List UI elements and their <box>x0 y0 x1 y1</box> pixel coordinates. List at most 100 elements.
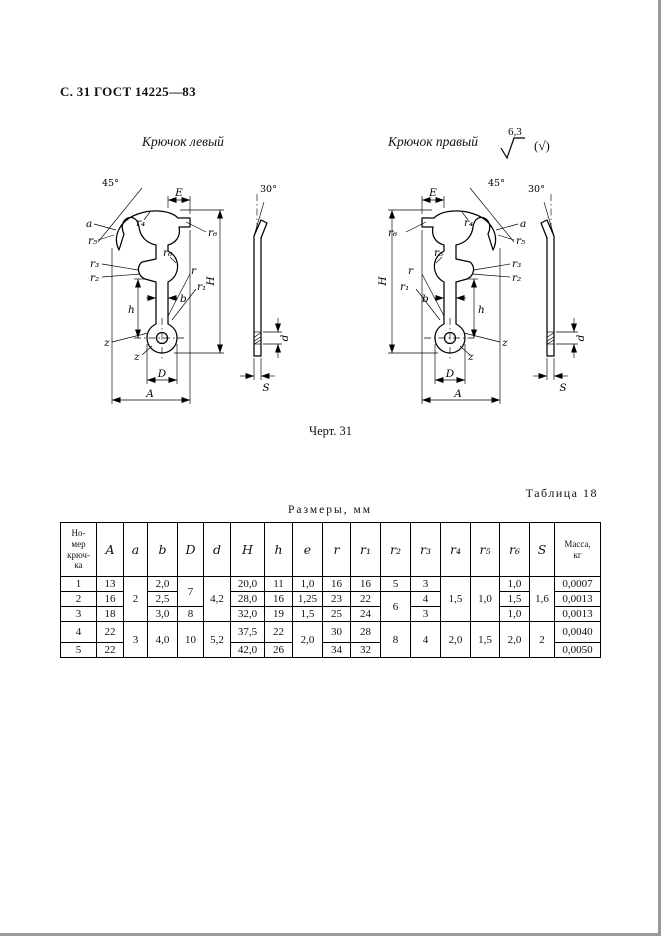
table-cell: 42,0 <box>230 642 265 658</box>
table-cell: 10 <box>177 621 204 658</box>
table-cell: 5 <box>380 576 411 592</box>
r3-label: r₃ <box>90 258 99 270</box>
table-cell: 11 <box>264 576 293 592</box>
e-dim-label: E <box>174 187 183 199</box>
D-dim-label: D <box>445 368 455 380</box>
right-hook-outline <box>421 210 555 357</box>
table-cell: 3 <box>410 606 441 622</box>
r6-label: r₆ <box>208 227 218 239</box>
col-header-H: H <box>230 522 265 577</box>
table-cell: 0,0040 <box>554 621 601 643</box>
col-header-mass: Масса, кг <box>554 522 601 577</box>
r6-neck-label: r₆ <box>434 247 444 259</box>
table-cell: 37,5 <box>230 621 265 643</box>
table-cell: 16 <box>96 591 124 607</box>
left-dimension-lines <box>97 187 282 404</box>
col-header-r: r <box>322 522 351 577</box>
table-title: Размеры, мм <box>287 504 373 516</box>
col-header-e: e <box>292 522 323 577</box>
col-header-r5: r₅ <box>470 522 500 577</box>
table-cell: 1,5 <box>470 621 500 658</box>
roughness-value: 6,3 <box>508 126 522 138</box>
z-label: z <box>501 337 508 349</box>
table-cell: 1,0 <box>499 606 530 622</box>
col-header-r3: r₃ <box>410 522 441 577</box>
r6-label: r₆ <box>388 227 398 239</box>
table-cell: 23 <box>322 591 351 607</box>
table-cell: 3 <box>60 606 97 622</box>
table-cell: 1,0 <box>470 576 500 622</box>
right-leader-lines <box>405 211 519 356</box>
table-cell: 22 <box>96 621 124 643</box>
left-hook-drawing: 45° a r₅ r₃ r₂ r₄ E r₆ r₆ r r₁ b h z z H… <box>86 178 291 404</box>
table-cell: 8 <box>380 621 411 658</box>
col-header-r6: r₆ <box>499 522 530 577</box>
r4-label: r₄ <box>136 217 145 229</box>
table-cell: 7 <box>177 576 204 607</box>
table-cell: 16 <box>350 576 381 592</box>
e-dim-label: E <box>428 187 437 199</box>
col-header-num: Но- мер крюч- ка <box>60 522 97 577</box>
left-leader-lines <box>93 211 207 356</box>
r-label: r <box>408 265 414 277</box>
table-cell: 2,0 <box>292 621 323 658</box>
left-centerlines <box>134 194 258 360</box>
table-cell: 16 <box>264 591 293 607</box>
side-view-profile <box>253 219 268 357</box>
table-cell: 5,2 <box>203 621 231 658</box>
col-header-b: b <box>147 522 178 577</box>
figure-31: Крючок левый Крючок правый 6,3 (√) <box>50 126 656 430</box>
hook-profile <box>421 210 497 354</box>
right-centerlines <box>424 194 552 360</box>
h-label: h <box>128 304 135 316</box>
table-cell: 13 <box>96 576 124 592</box>
table-cell: 26 <box>264 642 293 658</box>
table-cell: 2 <box>123 576 148 622</box>
table-cell: 20,0 <box>230 576 265 592</box>
angle-45-label: 45° <box>102 178 119 189</box>
S-dim-label: S <box>559 382 566 394</box>
table-cell: 0,0013 <box>554 606 601 622</box>
table-cell: 1,5 <box>440 576 471 622</box>
table-cell: 1,5 <box>499 591 530 607</box>
table-row: 1 13 2 2,0 7 4,2 20,0 11 1,0 16 16 5 3 1… <box>60 576 601 622</box>
col-header-A: A <box>96 522 124 577</box>
table-cell: 2,0 <box>147 576 178 592</box>
table-cell: 0,0050 <box>554 642 601 658</box>
table-cell: 34 <box>322 642 351 658</box>
right-labels: 45° a r₅ r₃ r₂ r₄ E r₆ r₆ r r₁ b h z z H… <box>377 178 587 400</box>
col-header-D: D <box>177 522 204 577</box>
table-cell: 1,6 <box>529 576 555 622</box>
A-dim-label: A <box>145 388 154 400</box>
table-cell: 2 <box>60 591 97 607</box>
table-cell: 1,0 <box>292 576 323 592</box>
table-cell: 19 <box>264 606 293 622</box>
table-cell: 1,0 <box>499 576 530 592</box>
col-header-r2: r₂ <box>380 522 411 577</box>
S-dim-label: S <box>262 382 269 394</box>
table-cell: 4 <box>410 621 441 658</box>
side-view-profile <box>540 219 555 357</box>
h-label: h <box>478 304 485 316</box>
table-cell: 25 <box>322 606 351 622</box>
col-header-r4: r₄ <box>440 522 471 577</box>
table-cell: 2,5 <box>147 591 178 607</box>
left-section-hatch <box>254 331 261 345</box>
table-cell: 22 <box>264 621 293 643</box>
H-dim-label: H <box>377 276 389 287</box>
a-label: a <box>520 218 526 230</box>
left-hook-outline <box>115 210 268 357</box>
table-cell: 28 <box>350 621 381 643</box>
r1-label: r₁ <box>197 281 206 293</box>
table-cell: 18 <box>96 606 124 622</box>
page-header: С. 31 ГОСТ 14225—83 <box>60 84 196 99</box>
r5-label: r₅ <box>88 235 98 247</box>
table-cell: 16 <box>322 576 351 592</box>
D-dim-label: D <box>157 368 167 380</box>
right-hook-drawing: 45° a r₅ r₃ r₂ r₄ E r₆ r₆ r r₁ b h z z H… <box>377 178 587 404</box>
table-caption: Таблица 18 <box>525 486 598 500</box>
table-cell: 28,0 <box>230 591 265 607</box>
table-cell: 30 <box>322 621 351 643</box>
z-label: z <box>103 337 110 349</box>
table-cell: 3,0 <box>147 606 178 622</box>
